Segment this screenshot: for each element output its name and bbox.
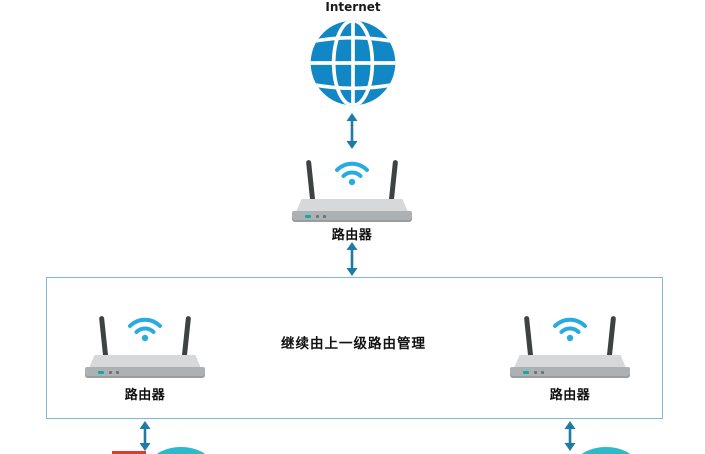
router-body: [296, 199, 408, 212]
router-icon: [85, 306, 205, 378]
router-led-icon: [109, 371, 112, 374]
router-icon: [510, 306, 630, 378]
right-router-label: 路由器: [549, 388, 591, 403]
router-led-icon: [305, 215, 311, 218]
router-antenna-right-icon: [606, 315, 617, 357]
group-box: [46, 277, 663, 419]
router-led-icon: [116, 371, 119, 374]
router-icon: [292, 150, 412, 222]
router-led-icon: [316, 215, 319, 218]
router-front-panel: [292, 211, 412, 222]
router-antenna-left-icon: [523, 315, 534, 357]
router-front-panel: [85, 367, 205, 378]
router-led-icon: [323, 215, 326, 218]
router-antenna-left-icon: [98, 315, 109, 357]
wifi-icon: [128, 317, 162, 342]
internet-label: Internet: [325, 0, 381, 14]
router-antenna-left-icon: [305, 159, 316, 201]
router-led-icon: [541, 371, 544, 374]
router-led-icon: [534, 371, 537, 374]
router-front-panel: [510, 367, 630, 378]
top-router-label: 路由器: [331, 228, 373, 243]
left-router-label: 路由器: [124, 388, 166, 403]
group-box-caption: 继续由上一级路由管理: [281, 336, 426, 352]
wifi-icon: [553, 317, 587, 342]
wifi-icon: [335, 161, 369, 186]
router-led-icon: [98, 371, 104, 374]
cutoff-wifi-arc-icon: [152, 447, 210, 454]
router-led-icon: [523, 371, 529, 374]
router-antenna-right-icon: [181, 315, 192, 357]
router-antenna-right-icon: [388, 159, 399, 201]
double-arrow-icon: [139, 421, 151, 451]
double-arrow-icon: [564, 421, 576, 451]
router-body: [514, 355, 626, 368]
router-body: [89, 355, 201, 368]
double-arrow-icon: [346, 113, 358, 149]
double-arrow-icon: [346, 242, 358, 276]
globe-icon: [310, 20, 396, 106]
cutoff-red-fragment: [112, 451, 146, 454]
cutoff-wifi-arc-icon: [577, 447, 635, 454]
